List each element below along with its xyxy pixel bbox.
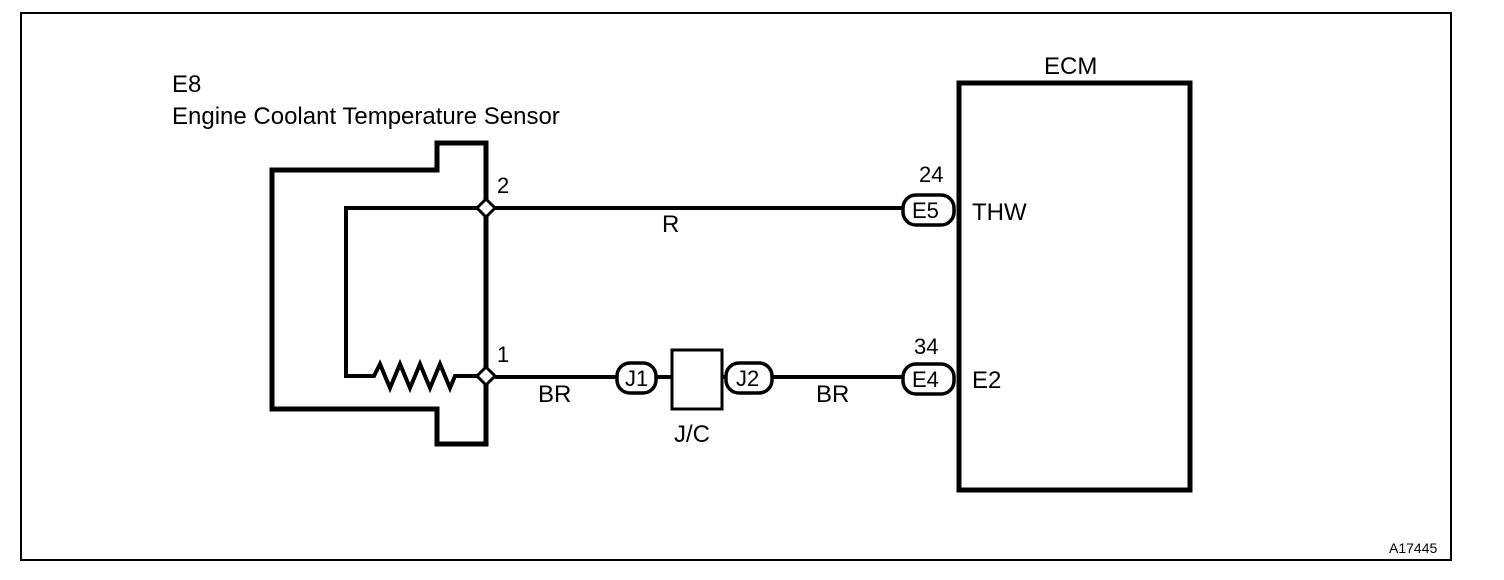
- sensor-pin-1: 1: [497, 342, 509, 367]
- wire-br-left-label: BR: [538, 381, 571, 408]
- ecm-title: ECM: [1044, 53, 1097, 80]
- ecm-pin-34: 34: [914, 334, 938, 359]
- ecm-pin-24: 24: [919, 162, 943, 187]
- figure-id: A17445: [1389, 540, 1437, 556]
- junction-label: J/C: [674, 421, 710, 448]
- connector-e5: [901, 193, 956, 227]
- connector-j1: [615, 361, 658, 395]
- sensor-name: Engine Coolant Temperature Sensor: [172, 103, 560, 130]
- diagram-frame: [20, 12, 1452, 561]
- sensor-pin-2: 2: [497, 173, 509, 198]
- sensor-code: E8: [172, 71, 201, 98]
- wire-r-label: R: [662, 211, 679, 238]
- connector-e4: [901, 362, 956, 396]
- connector-e4-label: E4: [912, 367, 939, 392]
- sensor-housing: [269, 140, 489, 447]
- connector-j1-label: J1: [625, 366, 648, 391]
- wire-br-right-label: BR: [816, 381, 849, 408]
- sensor-pin-1-terminal: [474, 364, 498, 388]
- junction-connector: [670, 348, 724, 411]
- thermistor-resistor: [344, 206, 486, 394]
- connector-e5-label: E5: [912, 198, 939, 223]
- ecm-box: [956, 80, 1193, 493]
- connector-j2: [724, 361, 774, 395]
- connector-j2-label: J2: [736, 366, 759, 391]
- ecm-terminal-e2: E2: [972, 367, 1001, 394]
- sensor-pin-2-terminal: [474, 196, 498, 220]
- ecm-terminal-thw: THW: [972, 199, 1027, 226]
